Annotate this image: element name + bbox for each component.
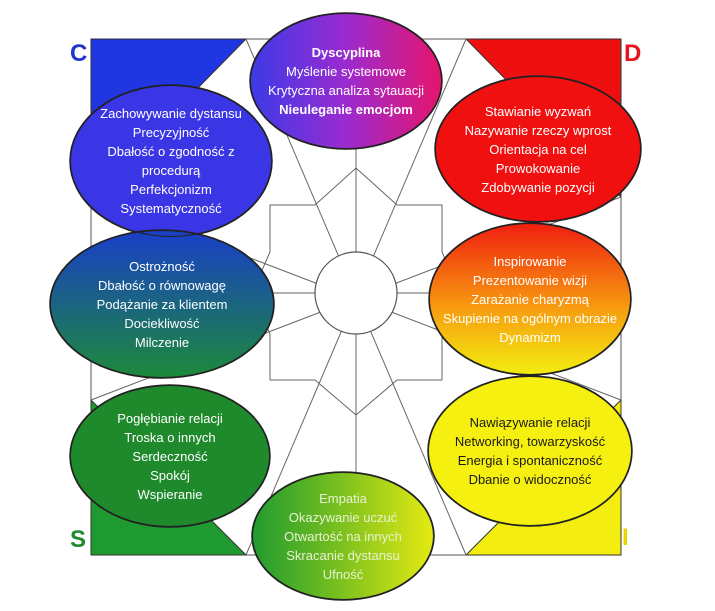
c-upper-line-4: procedurą: [141, 163, 201, 178]
top-line-3: Krytyczna analiza sytauacji: [267, 83, 425, 98]
d-upper-line-5: Zdobywanie pozycji: [481, 179, 595, 195]
s-upper-line-3: Serdeczność: [132, 448, 208, 464]
i-upper-line-2: Networking, towarzyskość: [454, 434, 606, 449]
i-upper-line-4: Dbanie o widoczność: [468, 472, 592, 487]
top-line-1: Dyscyplina: [311, 45, 381, 60]
corner-c-text: C: [70, 40, 88, 67]
ellipse-c-lower-text: Ostrożność Dbałość o równowagę Podążanie…: [50, 230, 274, 378]
d-upper-line-3: Orientacja na cel: [489, 141, 587, 157]
ellipse-d-lower-text: Inspirowanie Prezentowanie wizji Zarażan…: [429, 223, 631, 375]
s-upper-line-5: Wspieranie: [137, 486, 203, 502]
ellipse-c-upper-text: Zachowywanie dystansu Precyzyjność Dbało…: [70, 85, 272, 237]
bottom-line-1: Empatia: [319, 490, 367, 506]
c-upper-line-1: Zachowywanie dystansu: [100, 106, 242, 121]
c-lower-line-5: Milczenie: [134, 334, 190, 350]
d-upper-line-1: Stawianie wyzwań: [484, 103, 592, 119]
c-lower-line-4: Dociekliwość: [124, 315, 200, 331]
d-lower-line-2: Prezentowanie wizji: [472, 272, 588, 288]
c-lower-line-2: Dbałość o równowagę: [98, 277, 226, 293]
corner-label-s: S: [70, 528, 86, 552]
bottom-line-4: Skracanie dystansu: [286, 547, 400, 563]
corner-i-text: I: [622, 524, 629, 551]
d-upper-line-2: Nazywanie rzeczy wprost: [464, 122, 612, 138]
d-lower-line-5: Dynamizm: [499, 329, 561, 345]
ellipse-i-upper-text: Nawiązywanie relacji Networking, towarzy…: [428, 376, 632, 526]
s-upper-line-4: Spokój: [150, 467, 190, 483]
bottom-line-5: Ufność: [322, 566, 364, 582]
ellipse-s-upper-text: Pogłębianie relacji Troska o innych Serd…: [70, 385, 270, 527]
d-lower-line-3: Zarażanie charyzmą: [471, 291, 589, 307]
i-upper-line-3: Energia i spontaniczność: [457, 453, 603, 468]
i-upper-line-1: Nawiązywanie relacji: [469, 415, 591, 430]
ellipse-top-text: Dyscyplina Myślenie systemowe Krytyczna …: [250, 13, 442, 149]
c-upper-line-6: Systematyczność: [120, 201, 222, 216]
top-line-2: Myślenie systemowe: [286, 64, 406, 79]
d-upper-line-4: Prowokowanie: [495, 160, 581, 176]
c-lower-line-1: Ostrożność: [129, 258, 195, 274]
d-lower-line-4: Skupienie na ogólnym obrazie: [442, 310, 618, 326]
bottom-line-2: Okazywanie uczuć: [288, 509, 398, 525]
corner-d-text: D: [624, 40, 642, 67]
s-upper-line-2: Troska o innych: [124, 429, 216, 445]
c-upper-line-3: Dbałość o zgodność z: [107, 144, 235, 159]
corner-label-c: C: [70, 42, 87, 66]
d-lower-line-1: Inspirowanie: [493, 253, 567, 269]
center-circle: [314, 251, 398, 335]
corner-s-text: S: [70, 526, 87, 553]
c-upper-line-5: Perfekcjonizm: [130, 182, 212, 197]
c-upper-line-2: Precyzyjność: [132, 125, 210, 140]
bottom-line-3: Otwartość na innych: [284, 528, 402, 544]
corner-label-d: D: [624, 42, 641, 66]
s-upper-line-1: Pogłębianie relacji: [117, 410, 223, 426]
corner-label-i: I: [622, 526, 629, 550]
ellipse-d-upper-text: Stawianie wyzwań Nazywanie rzeczy wprost…: [435, 76, 641, 222]
c-lower-line-3: Podążanie za klientem: [96, 296, 228, 312]
ellipse-bottom-text: Empatia Okazywanie uczuć Otwartość na in…: [252, 472, 434, 600]
top-line-4: Nieuleganie emocjom: [279, 102, 413, 117]
